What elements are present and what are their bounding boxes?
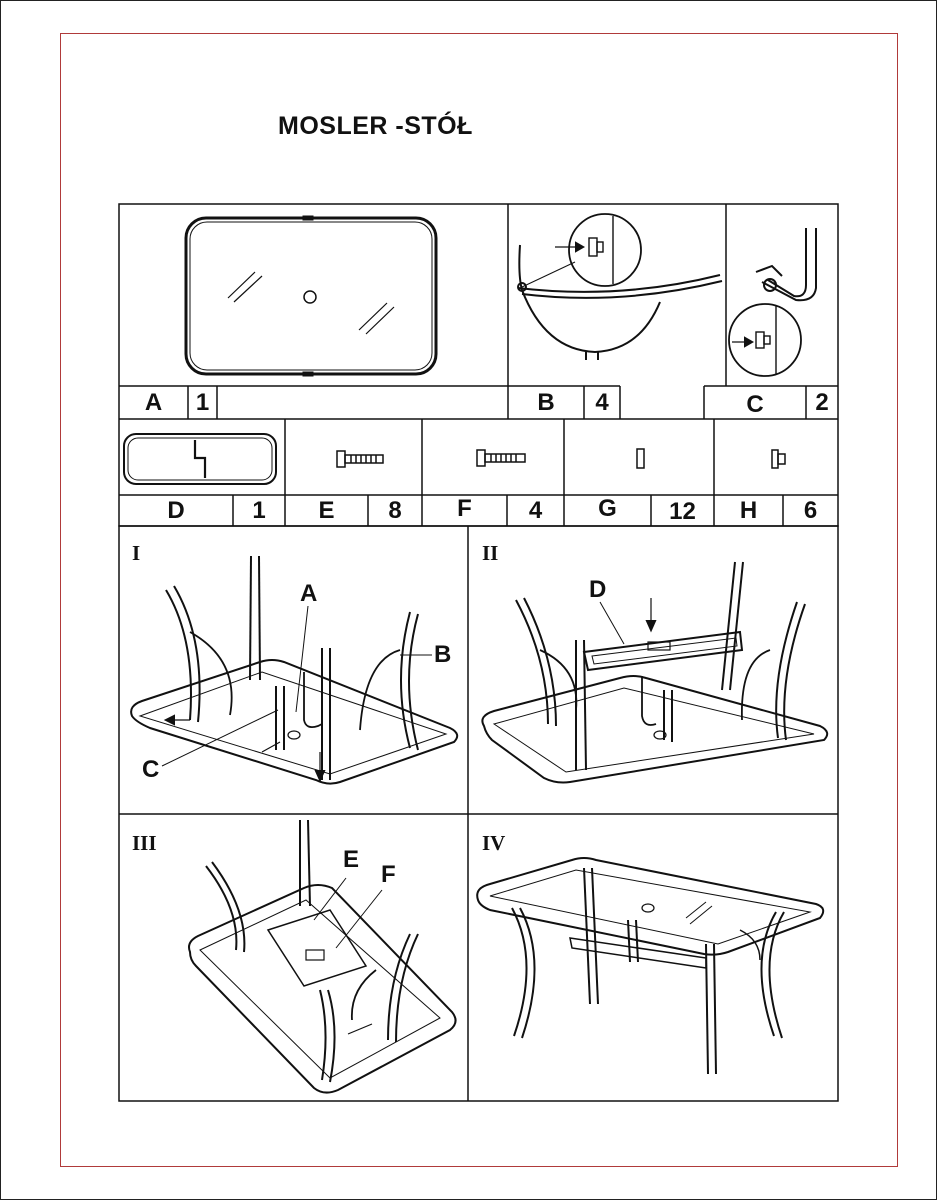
part-h-qty: 6 xyxy=(803,497,818,524)
step-3-callout-f: F xyxy=(381,861,396,888)
part-e-qty: 8 xyxy=(388,497,402,524)
step-1-callout-c: C xyxy=(142,756,160,783)
part-a-qty: 1 xyxy=(195,389,210,416)
sheet-border xyxy=(60,33,898,1167)
part-d-qty: 1 xyxy=(252,497,266,524)
part-b-letter: B xyxy=(537,389,555,416)
part-b-qty: 4 xyxy=(595,389,609,416)
part-c-letter: C xyxy=(746,391,764,418)
part-f-qty: 4 xyxy=(528,497,543,524)
step-1-numeral: I xyxy=(132,541,141,565)
part-f-letter: F xyxy=(457,495,472,522)
step-1-callout-a: A xyxy=(300,580,318,607)
part-c-qty: 2 xyxy=(815,389,829,416)
step-2-numeral: II xyxy=(482,541,499,565)
part-a-letter: A xyxy=(144,389,163,416)
part-d-letter: D xyxy=(167,497,185,524)
part-g-qty: 12 xyxy=(669,498,696,525)
page-title: MOSLER -STÓŁ xyxy=(278,112,473,140)
step-3-numeral: III xyxy=(132,831,157,855)
part-h-letter: H xyxy=(739,497,758,524)
step-2-callout-d: D xyxy=(589,576,607,603)
step-1-callout-b: B xyxy=(434,641,452,668)
step-4-numeral: IV xyxy=(482,831,506,855)
part-g-letter: G xyxy=(598,495,617,522)
step-3-callout-e: E xyxy=(343,846,360,873)
part-e-letter: E xyxy=(318,497,335,524)
